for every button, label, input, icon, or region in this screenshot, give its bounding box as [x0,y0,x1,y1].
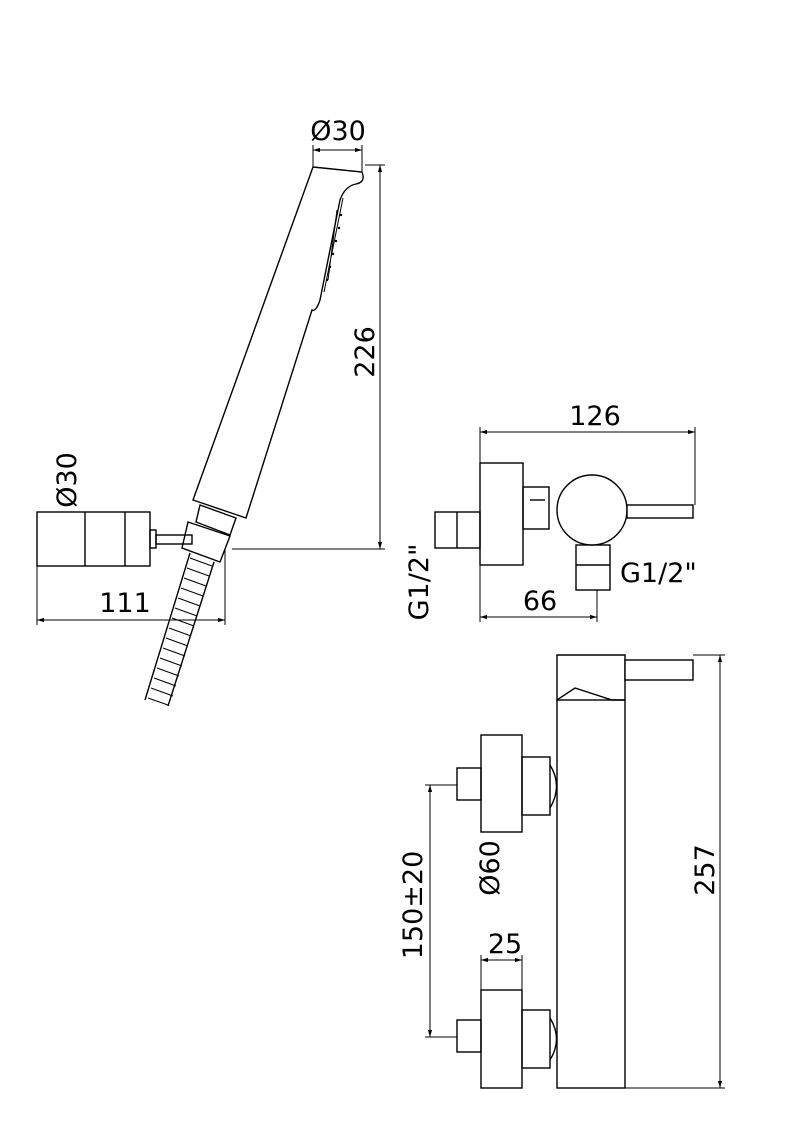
flange-depth-label: 25 [488,929,522,960]
top-width-label: 126 [569,401,621,432]
wall-holder-diameter-label: Ø30 [52,452,83,508]
spray-nozzles [325,213,343,282]
wall-holder-length-label: 111 [99,588,151,619]
outlet-thread-label: G1/2" [620,558,697,589]
hand-shower-diameter-label: Ø30 [310,116,366,147]
flange-diameter-label: Ø60 [475,840,506,896]
hand-shower-height-label: 226 [350,326,381,378]
front-height-label: 257 [690,844,721,896]
centers-distance-label: 150±20 [398,851,429,960]
hand-shower: Ø30 226 [144,116,385,707]
top-offset-label: 66 [523,586,557,617]
mixer-top-view: 126 66 G1/2" G1/2" [404,401,697,622]
wall-holder: 111 Ø30 [36,452,226,625]
mixer-front-view: 257 150±20 Ø60 25 [398,654,725,1089]
inlet-thread-label: G1/2" [404,544,435,621]
hose [144,552,215,707]
